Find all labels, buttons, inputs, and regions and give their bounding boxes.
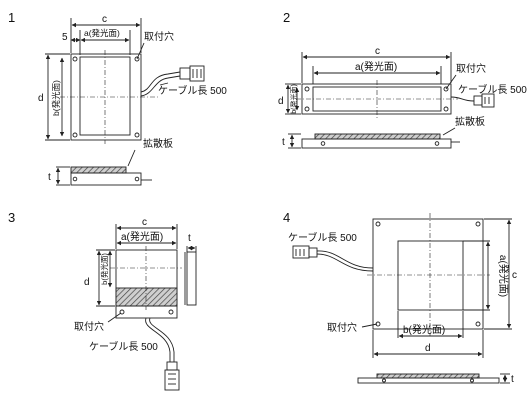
fig2-dim-t: t <box>282 137 285 148</box>
fig4-dim-b: b(発光面) <box>403 323 445 336</box>
fig2-cable-label: ケーブル長 500 <box>458 83 527 96</box>
fig4-dim-t: t <box>511 374 514 385</box>
fig2-diffuser <box>314 133 441 140</box>
fig1-side-body <box>70 172 142 186</box>
fig2-diffuser-label: 拡散板 <box>455 115 485 128</box>
fig3-hatched-area <box>115 287 178 307</box>
fig2-dim-b: b(発光面) <box>289 84 298 114</box>
figure-2-number: 2 <box>283 10 290 25</box>
fig1-dim-d: d <box>38 93 44 104</box>
figure-3: 3 c a(発光面) t d b(発光面) 取付穴 ケーブル長 5 <box>8 210 197 391</box>
fig3-hole-label: 取付穴 <box>74 320 104 333</box>
figure-2: 2 c a(発光面) d b(発光面) 取付穴 ケーブル長 500 <box>278 10 527 149</box>
fig4-body <box>372 218 484 330</box>
fig1-connector <box>179 67 191 80</box>
figure-4-number: 4 <box>283 210 290 225</box>
fig3-connector <box>166 361 178 371</box>
fig2-plug <box>481 93 495 108</box>
fig3-dim-c: c <box>142 217 147 228</box>
fig4-side-body <box>357 377 500 384</box>
fig2-dim-d: d <box>278 96 284 107</box>
fig3-dim-t: t <box>188 233 191 244</box>
figure-1: 1 c 5 a(発光面) d b(発光面) 取付穴 <box>8 10 227 186</box>
fig3-cable-label: ケーブル長 500 <box>89 340 158 353</box>
fig3-dim-d: d <box>84 277 90 288</box>
fig4-dim-d: d <box>425 343 431 354</box>
fig1-plug <box>189 65 205 82</box>
fig4-hole-label: 取付穴 <box>327 321 357 334</box>
fig4-emitting-area <box>397 240 464 311</box>
figure-1-number: 1 <box>8 10 15 25</box>
fig1-cable-label: ケーブル長 500 <box>158 84 227 97</box>
fig2-dim-c: c <box>375 46 380 57</box>
fig1-diffuser-label: 拡散板 <box>143 137 173 150</box>
fig3-plug <box>164 369 180 391</box>
figure-4: 4 ケーブル長 500 a(発光面) c b(発光面) d 取付穴 <box>283 210 517 385</box>
fig1-dim-b: b(発光面) <box>51 80 61 116</box>
fig1-diffuser <box>70 166 127 174</box>
fig2-side-body <box>301 138 452 149</box>
fig2-connector <box>473 95 483 106</box>
fig4-dim-c: c <box>512 270 517 281</box>
fig2-dim-a: a(発光面) <box>355 60 397 73</box>
fig3-dim-b: b(発光面) <box>99 253 109 285</box>
fig4-plug <box>292 245 310 259</box>
fig1-dim-five: 5 <box>62 32 68 43</box>
fig4-diffuser <box>376 373 480 379</box>
fig4-connector <box>308 247 318 258</box>
fig4-dim-a: a(発光面) <box>497 255 510 297</box>
fig2-hole-label: 取付穴 <box>456 62 486 75</box>
fig3-mount-plate <box>115 305 178 319</box>
figure-3-number: 3 <box>8 210 15 225</box>
fig1-hole-label: 取付穴 <box>144 30 174 43</box>
fig1-dim-c: c <box>102 14 107 25</box>
fig3-side-body <box>186 251 197 306</box>
fig1-dim-t: t <box>48 172 51 183</box>
fig4-cable-label: ケーブル長 500 <box>288 231 357 244</box>
fig3-dim-a: a(発光面) <box>121 230 163 243</box>
fig1-dim-a: a(発光面) <box>84 28 120 38</box>
